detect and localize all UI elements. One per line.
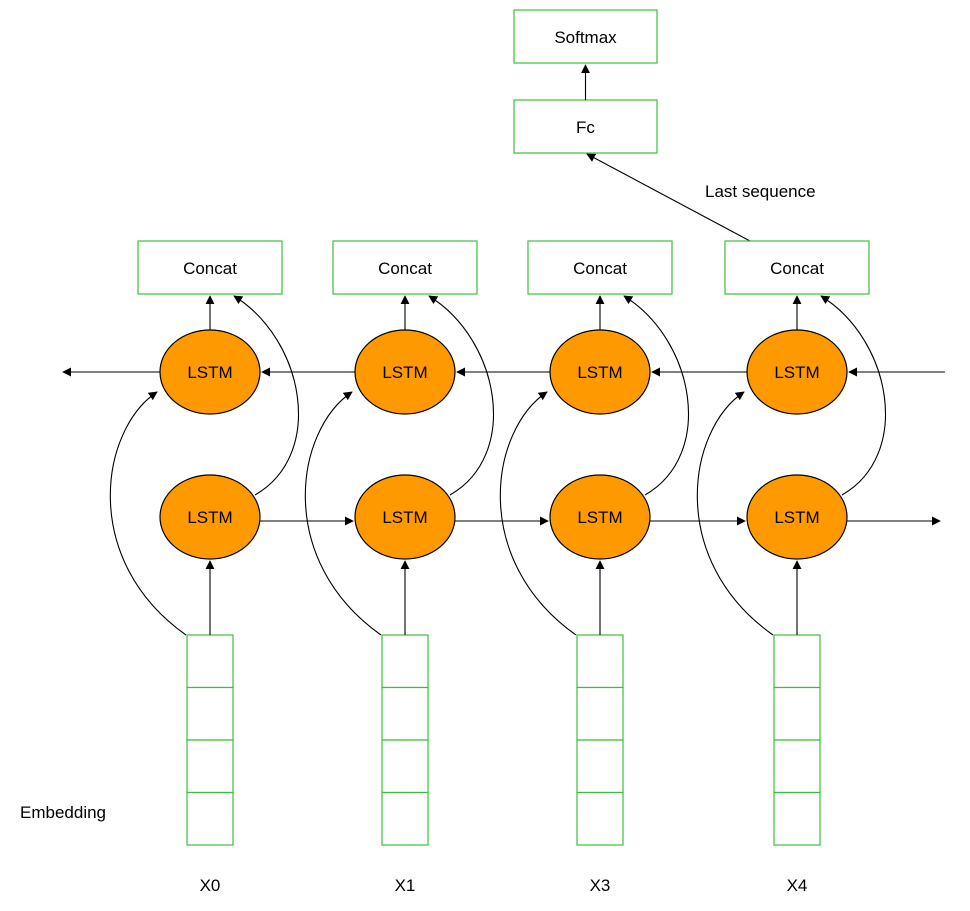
concat-label: Concat [183, 259, 237, 278]
embedding-cell [773, 686, 821, 741]
embedding-cell [186, 739, 234, 794]
embedding-cell [186, 634, 234, 689]
arrow-forward-lstm-to-concat [233, 295, 299, 496]
arrow-embedding-to-backward-lstm [696, 391, 774, 636]
embedding-cell [186, 791, 234, 846]
forward-lstm-label: LSTM [187, 508, 232, 527]
embedding-cell [773, 634, 821, 689]
arrow-embedding-to-backward-lstm [109, 391, 187, 636]
last-sequence-label: Last sequence [705, 182, 816, 201]
forward-lstm-node [159, 474, 261, 560]
arrow-embedding-to-backward-lstm [499, 391, 577, 636]
arrow-forward-lstm-to-concat [820, 295, 886, 496]
forward-lstm-label: LSTM [577, 508, 622, 527]
concat-label: Concat [573, 259, 627, 278]
fc-label: Fc [576, 118, 595, 137]
arrow-embedding-to-backward-lstm [304, 391, 382, 636]
fc-node: Fc [513, 99, 658, 154]
softmax-box [513, 9, 658, 64]
input-label: X1 [395, 876, 416, 895]
embedding-cell [381, 634, 429, 689]
embedding-cell [576, 791, 624, 846]
embedding-cell [773, 791, 821, 846]
backward-lstm-label: LSTM [382, 363, 427, 382]
embedding-cell [381, 791, 429, 846]
concat-label: Concat [378, 259, 432, 278]
embedding-cell [186, 686, 234, 741]
forward-lstm-label: LSTM [774, 508, 819, 527]
backward-lstm-label: LSTM [774, 363, 819, 382]
forward-lstm-label: LSTM [382, 508, 427, 527]
embedding-cell [576, 634, 624, 689]
embedding-cell [576, 739, 624, 794]
embedding-cell [381, 686, 429, 741]
fc-box [513, 99, 658, 154]
concat-label: Concat [770, 259, 824, 278]
input-label: X3 [590, 876, 611, 895]
embedding-cell [381, 739, 429, 794]
input-label: X0 [200, 876, 221, 895]
arrow-forward-lstm-to-concat [428, 295, 494, 496]
forward-lstm-node [549, 474, 651, 560]
embedding-label: Embedding [20, 803, 106, 822]
embedding-cell [773, 739, 821, 794]
recurrent-connections [62, 367, 945, 526]
concat-box [137, 240, 283, 295]
forward-lstm-node [354, 474, 456, 560]
backward-lstm-label: LSTM [577, 363, 622, 382]
input-label: X4 [787, 876, 808, 895]
softmax-label: Softmax [554, 28, 617, 47]
arrow-last-concat-to-fc [586, 153, 751, 242]
concat-box [527, 240, 673, 295]
softmax-node: Softmax [513, 9, 658, 64]
forward-lstm-node [746, 474, 848, 560]
timestep-columns: ConcatLSTMLSTMX0ConcatLSTMLSTMX1ConcatLS… [109, 240, 886, 895]
embedding-cell [576, 686, 624, 741]
concat-box [724, 240, 870, 295]
arrow-forward-lstm-to-concat [623, 295, 689, 496]
concat-box [332, 240, 478, 295]
backward-lstm-label: LSTM [187, 363, 232, 382]
